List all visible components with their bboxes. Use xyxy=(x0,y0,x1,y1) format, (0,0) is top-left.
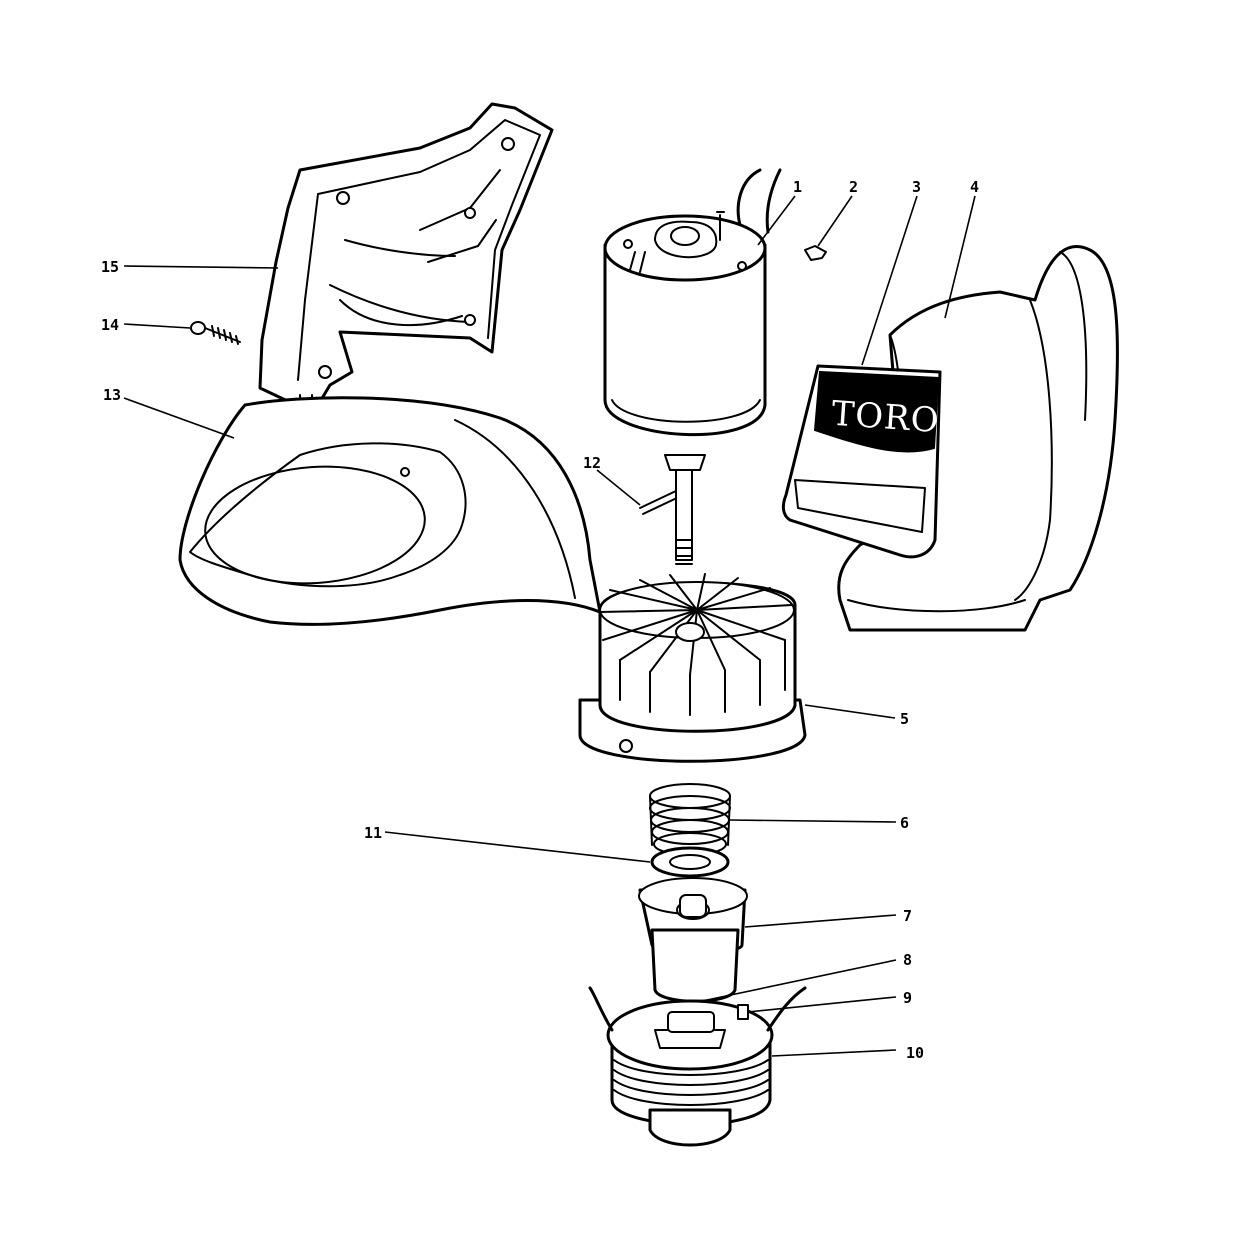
callout-15: 15 xyxy=(101,258,119,276)
callout-6: 6 xyxy=(900,814,909,832)
callout-8: 8 xyxy=(903,951,912,969)
callout-14: 14 xyxy=(101,316,119,334)
callout-11: 11 xyxy=(364,824,382,842)
toro-logo-text: TORO xyxy=(830,394,941,441)
part-10-spool xyxy=(588,986,807,1147)
part-11-washer xyxy=(650,846,730,878)
part-12-pin xyxy=(639,489,682,515)
part-14-screw xyxy=(190,321,241,345)
part-3-decal: TORO xyxy=(781,364,942,559)
part-1-motor xyxy=(603,168,782,565)
leader-lines xyxy=(123,195,976,1057)
fan-blades xyxy=(599,573,793,716)
part-9-line-guide xyxy=(737,1004,749,1020)
callout-7: 7 xyxy=(903,907,912,925)
part-7-hub xyxy=(638,877,748,1003)
part-15-upper-housing xyxy=(258,102,554,421)
callout-1: 1 xyxy=(793,178,802,196)
callout-13: 13 xyxy=(103,386,121,404)
callout-10: 10 xyxy=(906,1044,924,1062)
callout-3: 3 xyxy=(912,178,921,196)
part-13-lower-housing xyxy=(178,396,602,626)
callout-12: 12 xyxy=(583,454,601,472)
callout-9: 9 xyxy=(903,989,912,1007)
part-2-cap xyxy=(804,245,827,261)
callout-labels: 1 2 3 4 5 6 7 8 9 10 11 12 13 14 15 xyxy=(101,178,979,1062)
callout-2: 2 xyxy=(849,178,858,196)
callout-5: 5 xyxy=(900,710,909,728)
callout-4: 4 xyxy=(970,178,979,196)
part-6-spring xyxy=(649,783,731,856)
part-5-fan-housing xyxy=(578,573,807,763)
